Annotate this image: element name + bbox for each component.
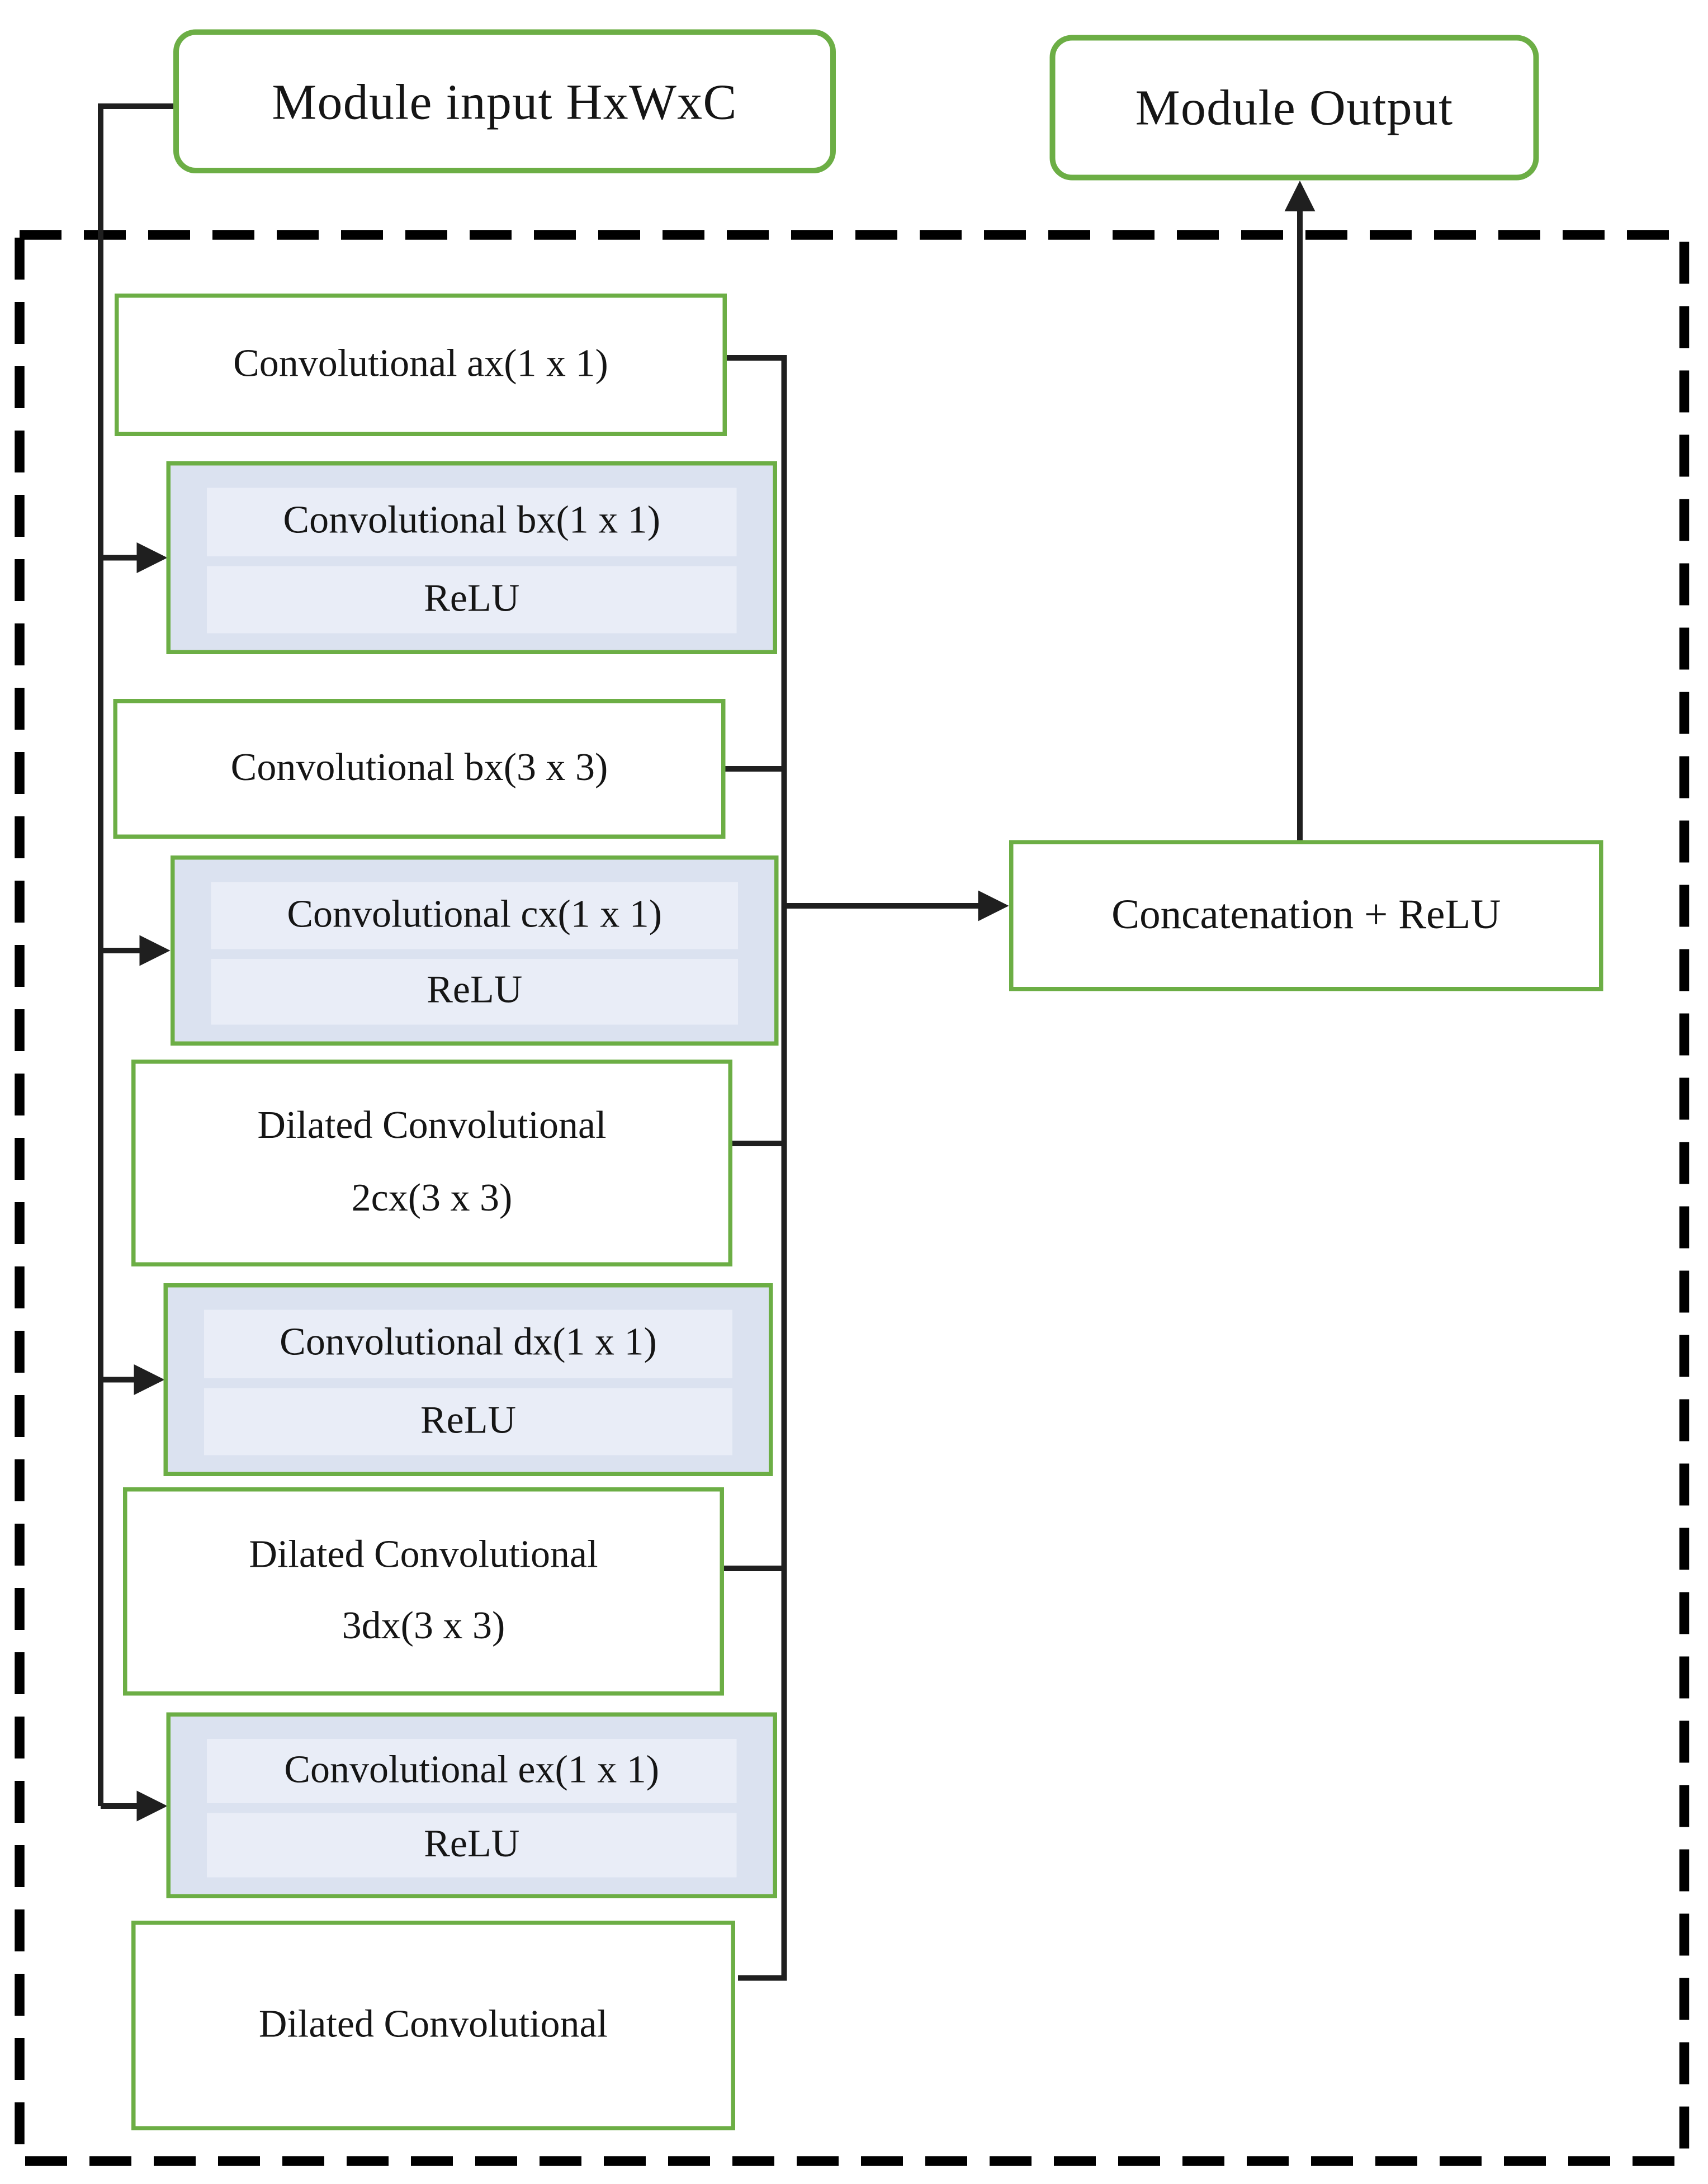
node-conv-ex-relu-relu-label: ReLU	[424, 1822, 520, 1866]
node-conv-cx-relu-band2: ReLU	[211, 958, 738, 1025]
input-bus-line	[98, 103, 173, 1806]
collector-bus-line	[727, 355, 787, 1981]
node-conv-bx-relu-band2: ReLU	[207, 565, 737, 634]
node-conv-bx-relu-label: Convolutional bx(1 x 1)	[283, 499, 661, 543]
node-conv-dx-relu-band2: ReLU	[204, 1387, 732, 1455]
node-conv-dx-relu-relu-label: ReLU	[420, 1398, 517, 1443]
node-dilated-3dx: Dilated Convolutional 3dx(3 x 3)	[123, 1487, 724, 1696]
module-output-box: Module Output	[1049, 35, 1539, 181]
node-conv-ax-label: Convolutional ax(1 x 1)	[233, 342, 608, 386]
node-conv-bx-relu-band1: Convolutional bx(1 x 1)	[207, 488, 737, 556]
node-dilated-2cx-label2: 2cx(3 x 3)	[351, 1176, 513, 1220]
node-conv-ex-relu-band2: ReLU	[207, 1813, 737, 1878]
concatenation-relu-label: Concatenation + ReLU	[1111, 892, 1501, 938]
node-conv-ex-relu-label: Convolutional ex(1 x 1)	[284, 1748, 660, 1792]
node-conv-bx3-label: Convolutional bx(3 x 3)	[230, 746, 608, 790]
node-conv-ex-relu: Convolutional ex(1 x 1) ReLU	[166, 1712, 777, 1898]
node-conv-cx-relu-band1: Convolutional cx(1 x 1)	[211, 882, 738, 949]
module-input-label: Module input HxWxC	[272, 73, 737, 130]
concatenation-relu-box: Concatenation + ReLU	[1009, 840, 1603, 991]
node-conv-ex-relu-band1: Convolutional ex(1 x 1)	[207, 1739, 737, 1803]
node-dilated-last: Dilated Convolutional	[131, 1921, 735, 2130]
node-dilated-3dx-label2: 3dx(3 x 3)	[342, 1605, 505, 1649]
node-conv-ax: Convolutional ax(1 x 1)	[115, 294, 727, 436]
module-input-box: Module input HxWxC	[173, 29, 836, 173]
module-output-label: Module Output	[1135, 79, 1454, 136]
node-conv-dx-relu: Convolutional dx(1 x 1) ReLU	[163, 1283, 773, 1476]
node-conv-cx-relu: Convolutional cx(1 x 1) ReLU	[171, 855, 779, 1046]
node-conv-bx-relu: Convolutional bx(1 x 1) ReLU	[166, 461, 777, 654]
node-conv-dx-relu-band1: Convolutional dx(1 x 1)	[204, 1310, 732, 1378]
node-conv-bx3: Convolutional bx(3 x 3)	[113, 699, 726, 839]
node-dilated-3dx-label1: Dilated Convolutional	[249, 1533, 598, 1576]
node-dilated-last-label: Dilated Convolutional	[258, 2003, 608, 2046]
node-conv-bx-relu-relu-label: ReLU	[424, 576, 520, 621]
node-conv-dx-relu-label: Convolutional dx(1 x 1)	[280, 1321, 657, 1365]
node-conv-cx-relu-relu-label: ReLU	[427, 968, 523, 1013]
node-dilated-2cx-label1: Dilated Convolutional	[257, 1104, 607, 1148]
node-dilated-2cx: Dilated Convolutional 2cx(3 x 3)	[131, 1060, 732, 1266]
node-conv-cx-relu-label: Convolutional cx(1 x 1)	[287, 892, 663, 937]
